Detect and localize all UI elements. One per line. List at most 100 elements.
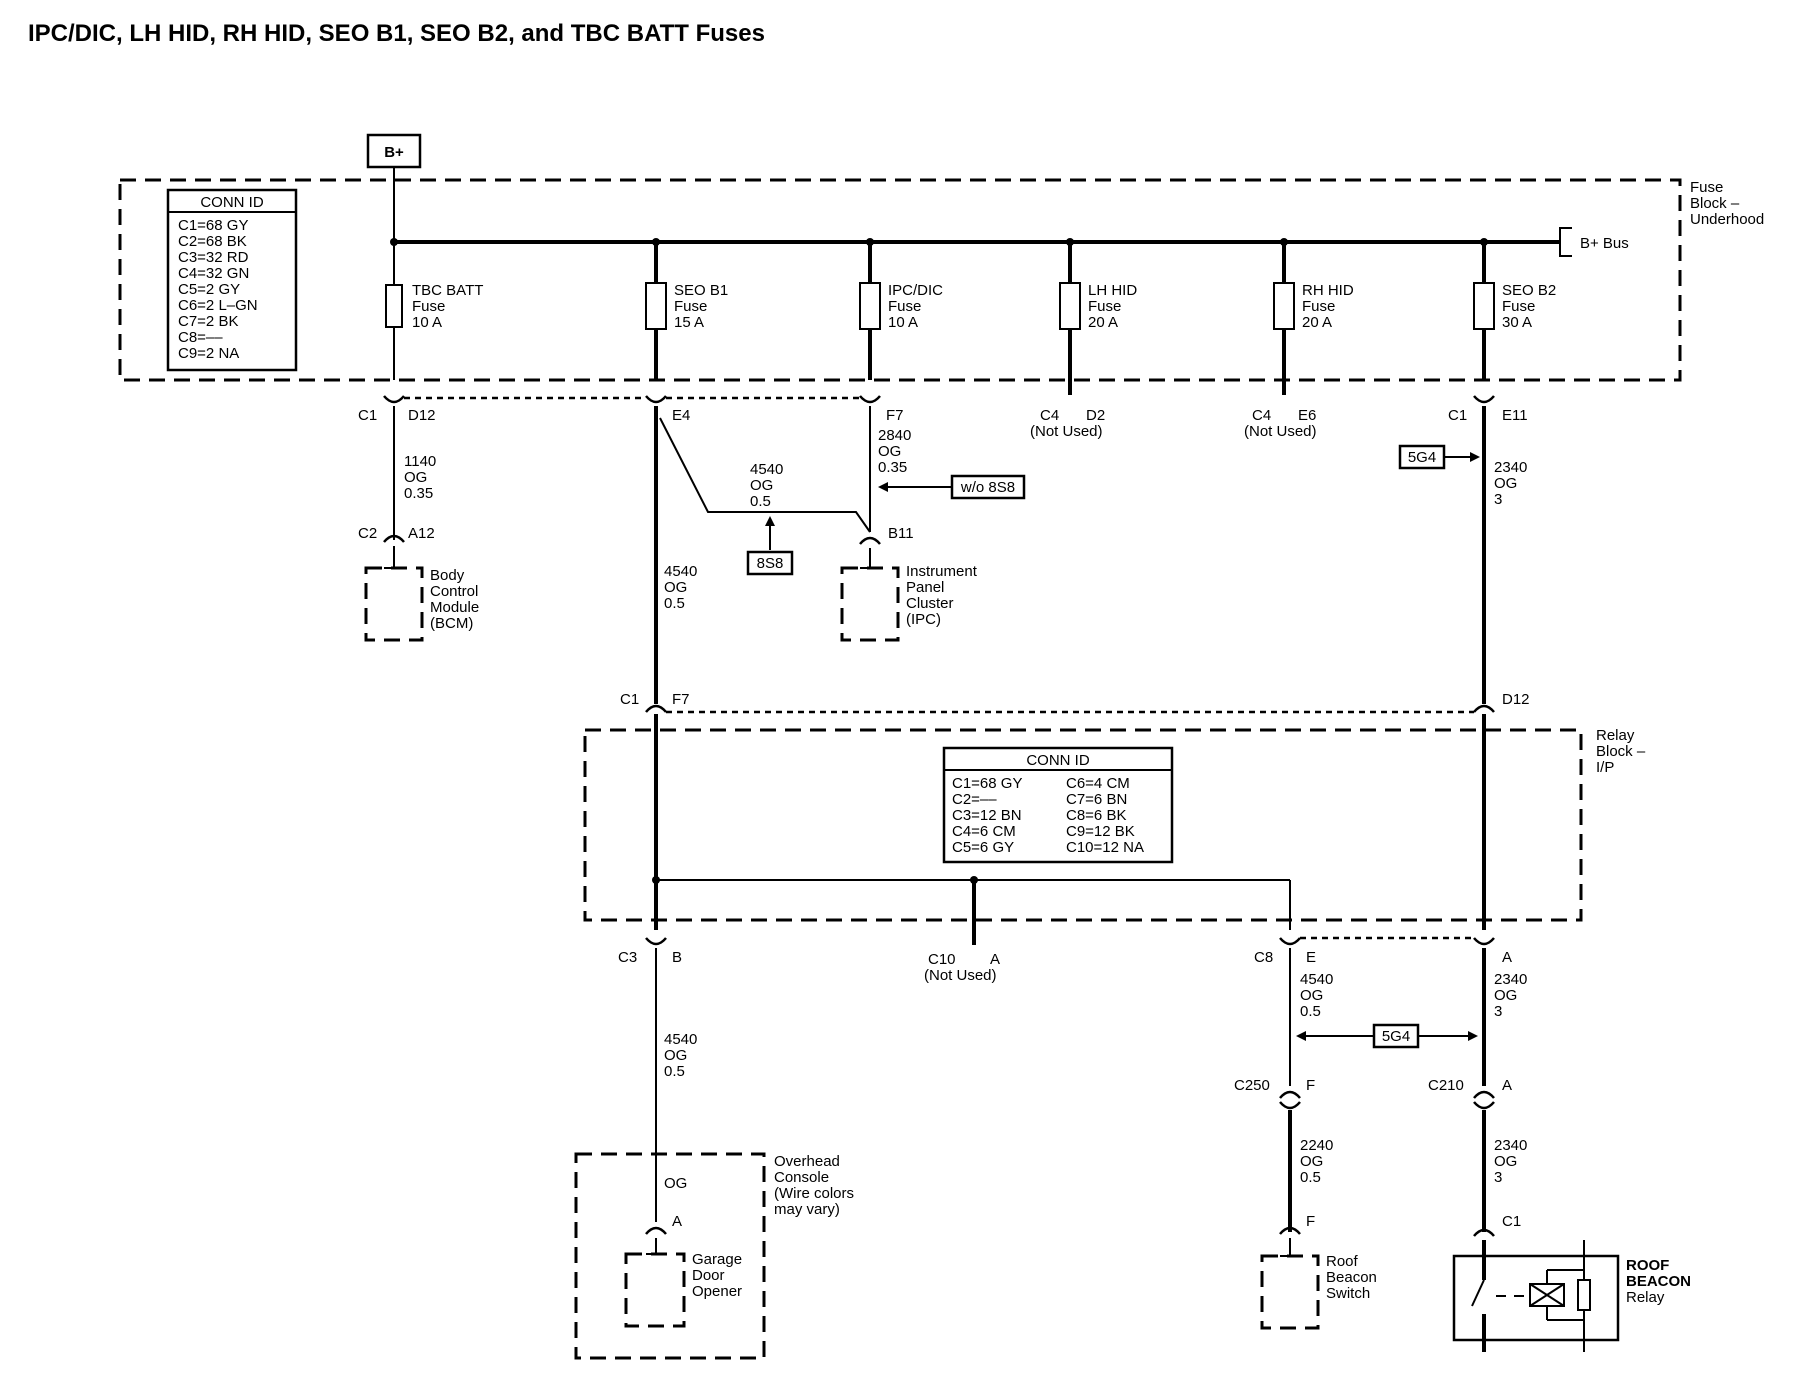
svg-text:Fuse: Fuse: [674, 298, 707, 315]
svg-text:4540: 4540: [750, 461, 783, 478]
svg-text:20 A: 20 A: [1302, 314, 1332, 331]
svg-text:may vary): may vary): [774, 1201, 840, 1218]
conn-c1-beacon: C1: [1502, 1213, 1521, 1230]
page-title: IPC/DIC, LH HID, RH HID, SEO B1, SEO B2,…: [28, 20, 765, 47]
overhead-wire-color: OG: [664, 1175, 687, 1192]
wire-1140-label: 1140 OG 0.35: [404, 453, 436, 502]
svg-text:4540: 4540: [1300, 971, 1333, 988]
fuse-rh-hid: RH HID Fuse 20 A: [1273, 242, 1354, 395]
pin-c210-a: A: [1502, 1077, 1512, 1094]
wire-2340-top-label: 2340 OG 3: [1494, 459, 1527, 508]
conn-c1-d12: C1: [358, 407, 377, 424]
conn-c4-d2: C4: [1040, 407, 1059, 424]
svg-text:3: 3: [1494, 1169, 1502, 1186]
svg-text:4540: 4540: [664, 563, 697, 580]
conn-c10: C10: [928, 951, 956, 968]
connector-terminal: [1279, 937, 1301, 946]
pin-b11: B11: [888, 525, 914, 542]
svg-text:C4=32 GN: C4=32 GN: [178, 265, 249, 282]
svg-text:C2=68 BK: C2=68 BK: [178, 233, 247, 250]
pin-d12: D12: [408, 407, 436, 424]
roof-beacon-switch-label: Roof Beacon Switch: [1326, 1253, 1377, 1302]
fuse-block-conn-id: CONN ID C1=68 GY C2=68 BK C3=32 RD C4=32…: [166, 188, 298, 372]
svg-text:0.5: 0.5: [750, 493, 771, 510]
svg-text:Console: Console: [774, 1169, 829, 1186]
svg-text:SEO B1: SEO B1: [674, 282, 728, 299]
svg-text:C8=6 BK: C8=6 BK: [1066, 807, 1126, 824]
svg-text:OG: OG: [1300, 987, 1323, 1004]
svg-text:3: 3: [1494, 1003, 1502, 1020]
svg-text:OG: OG: [1494, 475, 1517, 492]
wire-4540-c3-label: 4540 OG 0.5: [664, 1031, 697, 1080]
svg-text:RH HID: RH HID: [1302, 282, 1354, 299]
ref-wo8s8-box: [950, 474, 1026, 500]
pin-a-relay: A: [1502, 949, 1512, 966]
svg-text:(IPC): (IPC): [906, 611, 941, 628]
pin-d2: D2: [1086, 407, 1105, 424]
conn-c3-b: C3: [618, 949, 637, 966]
overhead-console-box: [574, 1152, 766, 1360]
connector-terminal: [1473, 1101, 1495, 1110]
fuse-block-outline: [118, 178, 1682, 382]
ref-8s8-label: 8S8: [757, 555, 784, 572]
fuse-block-label: Fuse Block – Underhood: [1690, 179, 1764, 228]
svg-text:OG: OG: [1494, 1153, 1517, 1170]
svg-text:Block –: Block –: [1596, 743, 1646, 760]
svg-text:Panel: Panel: [906, 579, 944, 596]
pin-c250-f: F: [1306, 1077, 1315, 1094]
note-e6-not-used: (Not Used): [1244, 423, 1317, 440]
conn-c1-f7: C1: [620, 691, 639, 708]
svg-text:IPC/DIC: IPC/DIC: [888, 282, 943, 299]
svg-text:Fuse: Fuse: [1088, 298, 1121, 315]
svg-text:I/P: I/P: [1596, 759, 1614, 776]
svg-text:Fuse: Fuse: [412, 298, 445, 315]
bcm-label: Body Control Module (BCM): [430, 567, 479, 632]
svg-text:C6=4 CM: C6=4 CM: [1066, 775, 1130, 792]
ref-5g4-mid-label: 5G4: [1382, 1028, 1410, 1045]
svg-text:OG: OG: [664, 579, 687, 596]
svg-text:OG: OG: [878, 443, 901, 460]
svg-text:2240: 2240: [1300, 1137, 1333, 1154]
svg-text:OG: OG: [1300, 1153, 1323, 1170]
pin-f7-relay: F7: [672, 691, 690, 708]
svg-text:C10=12 NA: C10=12 NA: [1066, 839, 1144, 856]
connector-terminal: [1473, 937, 1495, 946]
svg-text:BEACON: BEACON: [1626, 1273, 1691, 1290]
ref-5g4-mid-box: [1372, 1023, 1420, 1049]
svg-text:OG: OG: [404, 469, 427, 486]
svg-text:C7=6 BN: C7=6 BN: [1066, 791, 1127, 808]
pin-b: B: [672, 949, 682, 966]
svg-text:30 A: 30 A: [1502, 314, 1532, 331]
svg-text:Underhood: Underhood: [1690, 211, 1764, 228]
svg-text:2340: 2340: [1494, 971, 1527, 988]
connector-terminal: [383, 534, 405, 543]
connector-terminal: [383, 395, 1495, 404]
svg-text:0.5: 0.5: [1300, 1003, 1321, 1020]
pin-c10-a: A: [990, 951, 1000, 968]
pin-a12: A12: [408, 525, 435, 542]
connector-terminal: [1473, 1090, 1495, 1099]
b-plus-bus-connector: [1559, 227, 1572, 257]
svg-text:C1=68 GY: C1=68 GY: [952, 775, 1022, 792]
svg-text:1140: 1140: [404, 453, 436, 470]
svg-text:Fuse: Fuse: [1302, 298, 1335, 315]
svg-text:C8=––: C8=––: [178, 329, 223, 346]
svg-text:Module: Module: [430, 599, 479, 616]
svg-text:15 A: 15 A: [674, 314, 704, 331]
svg-text:CONN ID: CONN ID: [1026, 752, 1090, 769]
svg-text:(Wire colors: (Wire colors: [774, 1185, 854, 1202]
roof-beacon-relay-label: ROOF BEACON Relay: [1626, 1257, 1691, 1306]
fuse-tbc-batt: TBC BATT Fuse 10 A: [385, 242, 483, 380]
svg-text:Cluster: Cluster: [906, 595, 954, 612]
power-source-box: [366, 133, 422, 169]
pin-c8-e: E: [1306, 949, 1316, 966]
svg-text:Fuse: Fuse: [888, 298, 921, 315]
fuse-lh-hid: LH HID Fuse 20 A: [1059, 242, 1137, 395]
svg-text:Body: Body: [430, 567, 465, 584]
svg-text:Control: Control: [430, 583, 478, 600]
connector-terminal: [1279, 1090, 1301, 1099]
relay-block-conn-id: CONN ID C1=68 GY C2=–– C3=12 BN C4=6 CM …: [942, 746, 1174, 864]
svg-text:C9=12 BK: C9=12 BK: [1066, 823, 1135, 840]
svg-text:0.5: 0.5: [1300, 1169, 1321, 1186]
